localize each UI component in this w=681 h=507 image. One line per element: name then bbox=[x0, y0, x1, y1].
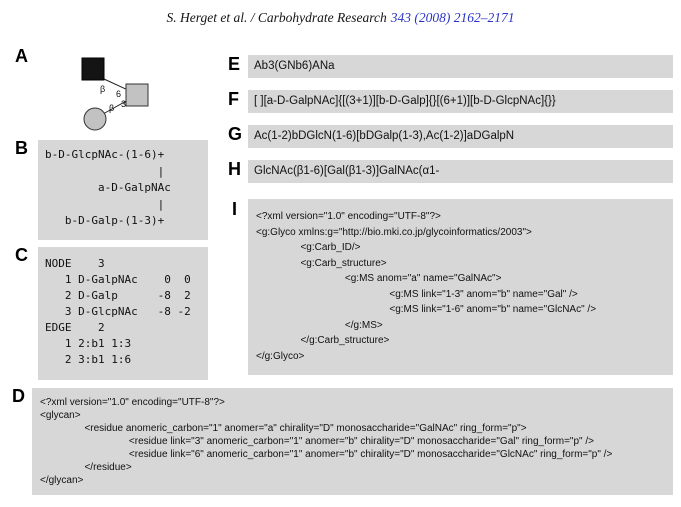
panel-i-label: I bbox=[232, 199, 238, 219]
panel-g-box: Ac(1-2)bDGlcN(1-6)[bDGalp(1-3),Ac(1-2)]a… bbox=[248, 125, 673, 148]
linkage-line-beta6 bbox=[103, 78, 129, 91]
panel-c-box: NODE 3 1 D-GalpNAc 0 0 2 D-Galp -8 2 3 D… bbox=[38, 247, 208, 380]
panel-f-box: [ ][a-D-GalpNAc]{[(3+1)][b-D-Galp]{}[(6+… bbox=[248, 90, 673, 113]
panel-d-xml-text: <?xml version="1.0" encoding="UTF-8"?> <… bbox=[40, 397, 613, 486]
linkage-line-beta3 bbox=[102, 99, 129, 115]
panel-d-label: D bbox=[12, 386, 25, 406]
upper-position-label: 6 bbox=[116, 89, 121, 99]
running-head: S. Herget et al. / Carbohydrate Research… bbox=[0, 10, 681, 26]
citation-link[interactable]: 343 (2008) 2162–2171 bbox=[390, 10, 515, 25]
panel-b-box: b-D-GlcpNAc-(1-6)+ | a-D-GalpNAc | b-D-G… bbox=[38, 140, 208, 240]
panel-f-linucs-text: [ ][a-D-GalpNAc]{[(3+1)][b-D-Galp]{}[(6+… bbox=[254, 95, 556, 107]
panel-b-label: B bbox=[15, 138, 28, 158]
panel-h-iupac-condensed-text: GlcNAc(β1-6)[Gal(β1-3)]GalNAc(α1- bbox=[254, 165, 440, 177]
lower-position-label: 3 bbox=[121, 99, 126, 109]
panel-e-label: E bbox=[228, 54, 241, 74]
panel-g-bcsdb-text: Ac(1-2)bDGlcN(1-6)[bDGalp(1-3),Ac(1-2)]a… bbox=[254, 130, 515, 142]
panel-f-label: F bbox=[228, 89, 239, 109]
panel-e-box: Ab3(GNb6)ANa bbox=[248, 55, 673, 78]
galnac-gray-square-icon bbox=[125, 83, 149, 107]
glycan-symbol-diagram: β 6 β 3 bbox=[81, 57, 149, 131]
upper-anomer-label: β bbox=[100, 84, 105, 94]
panel-e-linearcode-text: Ab3(GNb6)ANa bbox=[254, 60, 335, 72]
lower-anomer-label: β bbox=[109, 103, 114, 113]
panel-i-xml-text: <?xml version="1.0" encoding="UTF-8"?> <… bbox=[256, 211, 597, 362]
panel-a-label: A bbox=[15, 46, 28, 66]
panel-h-label: H bbox=[228, 159, 241, 179]
panel-i-box: <?xml version="1.0" encoding="UTF-8"?> <… bbox=[248, 199, 673, 375]
glcnac-black-square-icon bbox=[81, 57, 105, 81]
running-head-text: S. Herget et al. / Carbohydrate Research bbox=[166, 10, 387, 25]
panel-c-kcf-text: NODE 3 1 D-GalpNAc 0 0 2 D-Galp -8 2 3 D… bbox=[45, 257, 191, 366]
panel-b-iupac2d-text: b-D-GlcpNAc-(1-6)+ | a-D-GalpNAc | b-D-G… bbox=[45, 148, 171, 227]
panel-d-box: <?xml version="1.0" encoding="UTF-8"?> <… bbox=[32, 388, 673, 495]
panel-h-box: GlcNAc(β1-6)[Gal(β1-3)]GalNAc(α1- bbox=[248, 160, 673, 183]
panel-g-label: G bbox=[228, 124, 243, 144]
gal-gray-circle-icon bbox=[83, 107, 107, 131]
panel-c-label: C bbox=[15, 245, 28, 265]
